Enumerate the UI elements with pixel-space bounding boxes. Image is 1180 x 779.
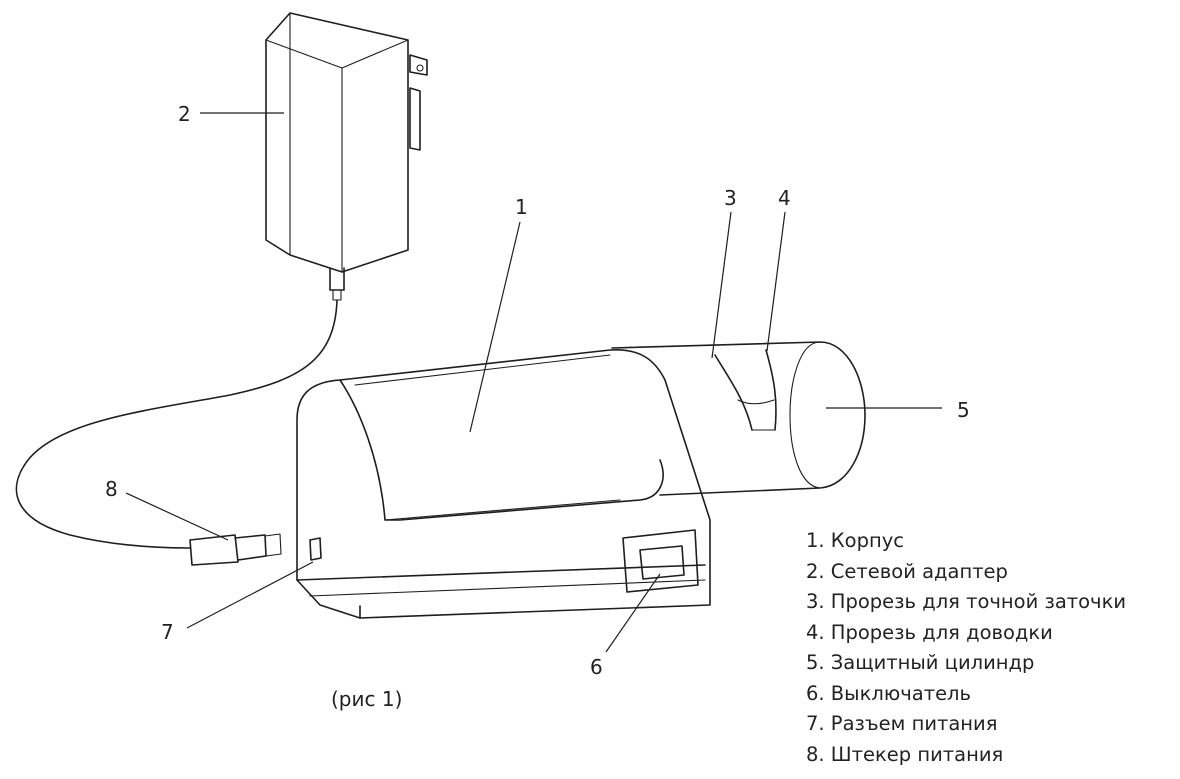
legend-item: 2. Сетевой адаптер (806, 559, 1008, 583)
figure-caption: (рис 1) (331, 687, 403, 711)
legend-item: 5. Защитный цилиндр (806, 651, 1035, 674)
callout-2: 2 (178, 102, 191, 126)
callout-8: 8 (105, 477, 118, 501)
legend-item: 1. Корпус (806, 529, 904, 552)
parts-legend: 1. Корпус 2. Сетевой адаптер 3. Прорезь … (806, 526, 1126, 770)
callout-7: 7 (161, 620, 174, 644)
legend-item: 4. Прорезь для доводки (806, 620, 1053, 644)
power-plug (189, 533, 282, 566)
power-cable (15, 299, 338, 549)
legend-item: 3. Прорезь для точной заточки (806, 590, 1127, 613)
legend-item: 8. Штекер питания (806, 742, 1004, 766)
legend-item: 6. Выключатель (806, 681, 972, 705)
callout-5: 5 (957, 398, 970, 422)
callout-1: 1 (515, 195, 528, 219)
callout-4: 4 (778, 186, 791, 210)
callout-6: 6 (590, 655, 603, 679)
callout-3: 3 (724, 186, 737, 210)
sharpener-body (296, 349, 711, 619)
power-adapter (265, 12, 428, 301)
legend-item: 7. Разъем питания (806, 712, 998, 735)
protective-cylinder (611, 341, 866, 496)
